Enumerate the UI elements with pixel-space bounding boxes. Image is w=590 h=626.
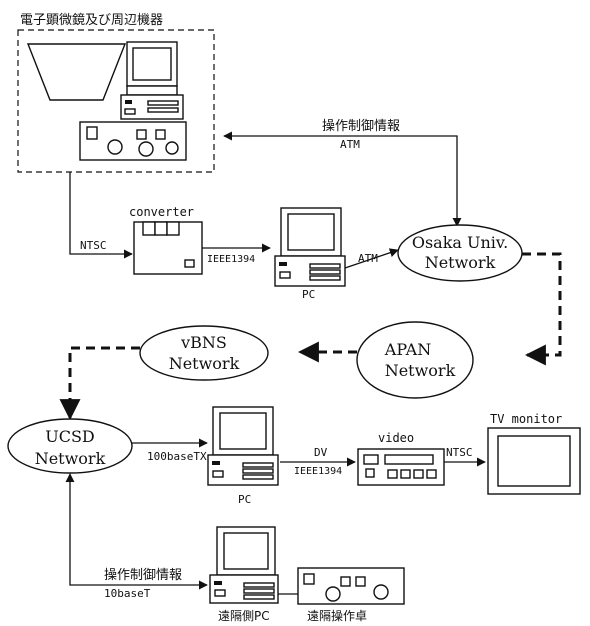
equipment-group: 電子顕微鏡及び周辺機器 bbox=[17, 13, 215, 173]
vbns-label-2: Network bbox=[169, 354, 240, 373]
ntsc-line bbox=[69, 172, 133, 259]
equipment-monitor-icon bbox=[120, 41, 184, 120]
video-deck-icon bbox=[357, 448, 445, 486]
vbns-label-1: vBNS bbox=[180, 333, 227, 352]
remote-console-label: 遠隔操作卓 bbox=[307, 608, 367, 623]
video-label: video bbox=[378, 431, 414, 445]
ucsd-label-1: UCSD bbox=[45, 427, 95, 446]
pc-top-icon bbox=[274, 207, 346, 287]
apan-label-1: APAN bbox=[384, 340, 431, 359]
osaka-label-2: Network bbox=[425, 253, 496, 272]
equipment-console-icon bbox=[79, 121, 187, 161]
vbns-network-ellipse: vBNS Network bbox=[139, 325, 269, 381]
pc-mid-label: PC bbox=[238, 493, 251, 506]
ieee1394-top-label: IEEE1394 bbox=[207, 254, 255, 265]
atm-mid-line bbox=[344, 248, 399, 269]
control-info-bottom-label: 操作制御情報 bbox=[104, 567, 182, 583]
base10t-label: 10baseT bbox=[104, 587, 151, 600]
osaka-label-1: Osaka Univ. bbox=[412, 233, 508, 252]
ucsd-label-2: Network bbox=[35, 449, 106, 468]
converter-label: converter bbox=[129, 205, 194, 219]
apan-label-2: Network bbox=[385, 361, 456, 380]
atm-mid-label: ATM bbox=[358, 252, 378, 265]
ntsc-right-label: NTSC bbox=[446, 446, 473, 459]
tv-monitor-icon bbox=[487, 427, 581, 495]
control-info-top-line bbox=[223, 131, 462, 227]
control-info-top-label: 操作制御情報 bbox=[322, 118, 400, 134]
osaka-apan-link bbox=[522, 252, 562, 366]
ucsd-network-ellipse: UCSD Network bbox=[7, 418, 133, 474]
dv-label: DV bbox=[314, 446, 328, 459]
pc-mid-icon bbox=[207, 406, 279, 486]
ntsc-left-label: NTSC bbox=[80, 239, 107, 252]
microscope-icon bbox=[26, 43, 127, 101]
remote-console-icon bbox=[297, 567, 405, 605]
base100tx-label: 100baseTX bbox=[147, 450, 207, 463]
pc-top-label: PC bbox=[302, 288, 315, 301]
equipment-title: 電子顕微鏡及び周辺機器 bbox=[20, 13, 163, 28]
apan-network-ellipse: APAN Network bbox=[356, 321, 474, 399]
control-info-bottom-line bbox=[65, 473, 208, 590]
remote-pc-icon bbox=[209, 526, 279, 604]
remote-pc-label: 遠隔側PC bbox=[218, 609, 270, 623]
tv-monitor-label: TV monitor bbox=[490, 412, 562, 426]
ieee1394-bottom-label: IEEE1394 bbox=[294, 466, 342, 477]
atm-top-label: ATM bbox=[340, 138, 360, 151]
osaka-network-ellipse: Osaka Univ. Network bbox=[397, 224, 523, 282]
vbns-ucsd-link bbox=[59, 346, 140, 421]
converter-icon: converter bbox=[129, 205, 203, 275]
